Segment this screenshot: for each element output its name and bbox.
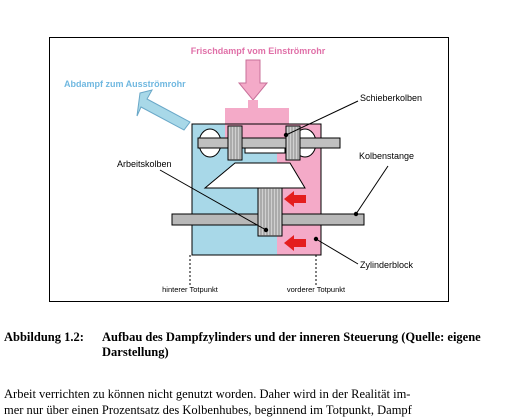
rod-leader [355, 165, 389, 215]
rear-dead-center-label: hinterer Totpunkt [162, 285, 219, 294]
cylinder-leader [315, 238, 359, 265]
valve-label: Schieberkolben [360, 93, 422, 103]
piston-leader-dot [263, 227, 269, 233]
front-dead-center-label: vorderer Totpunkt [287, 285, 346, 294]
steam-inlet-arrow [237, 59, 269, 101]
valve-head-left [227, 125, 243, 161]
rod-leader-dot [353, 211, 359, 217]
cylinder-leader-dot [313, 236, 319, 242]
inlet-pipe [248, 100, 258, 110]
body-line-2: mer nur über einen Prozentsatz des Kolbe… [4, 403, 412, 417]
piston-hatching [260, 188, 280, 236]
cylinder-outline [191, 123, 322, 256]
piston-leader [159, 169, 267, 231]
steam-cylinder-diagram: Frischdampf vom Einströmrohr Abdampf zum… [64, 46, 422, 294]
figure-frame: Frischdampf vom Einströmrohr Abdampf zum… [49, 37, 449, 302]
exhaust-label: Abdampf zum Ausströmrohr [64, 79, 186, 89]
piston-label: Arbeitskolben [117, 159, 172, 169]
valve-head-right [285, 125, 301, 161]
body-line-1: Arbeit verrichten zu können nicht genutz… [4, 387, 411, 401]
pressure-arrow-upper [284, 191, 306, 207]
pressure-arrow-lower [284, 235, 306, 251]
steam-inlet-label: Frischdampf vom Einströmrohr [191, 46, 326, 56]
valve-rod [197, 137, 341, 149]
caption-text: Aufbau des Dampfzylinders und der innere… [102, 330, 481, 359]
piston-rod-label: Kolbenstange [359, 151, 414, 161]
body-paragraph: Arbeit verrichten zu können nicht genutz… [4, 386, 504, 418]
valve-leader-dot [283, 132, 289, 138]
cylinder-label: Zylinderblock [360, 260, 414, 270]
caption-label: Abbildung 1.2: [4, 330, 84, 344]
exhaust-arrow [136, 89, 191, 131]
valve-leader [285, 100, 359, 136]
valve-head-hatching [230, 126, 299, 160]
figure-caption: Abbildung 1.2: Aufbau des Dampfzylinders… [4, 330, 504, 360]
